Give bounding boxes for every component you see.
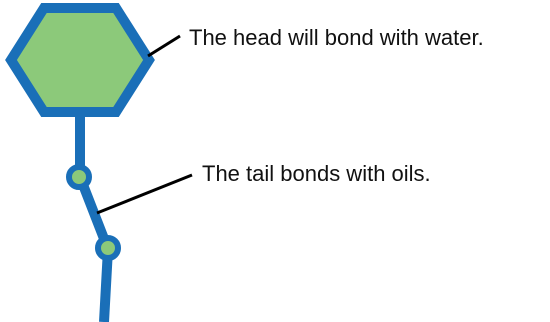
tail-joint-lower-outline bbox=[95, 235, 121, 261]
hydrophilic-head bbox=[11, 8, 149, 112]
tail-label: The tail bonds with oils. bbox=[202, 161, 431, 186]
tail-leader-line bbox=[96, 173, 193, 215]
hydrophilic-head-outline bbox=[5, 3, 155, 117]
tail-joint-upper-outline bbox=[66, 164, 92, 190]
head-label: The head will bond with water. bbox=[189, 25, 484, 50]
hydrophobic-tail bbox=[75, 114, 113, 322]
head-leader-line bbox=[147, 34, 181, 58]
